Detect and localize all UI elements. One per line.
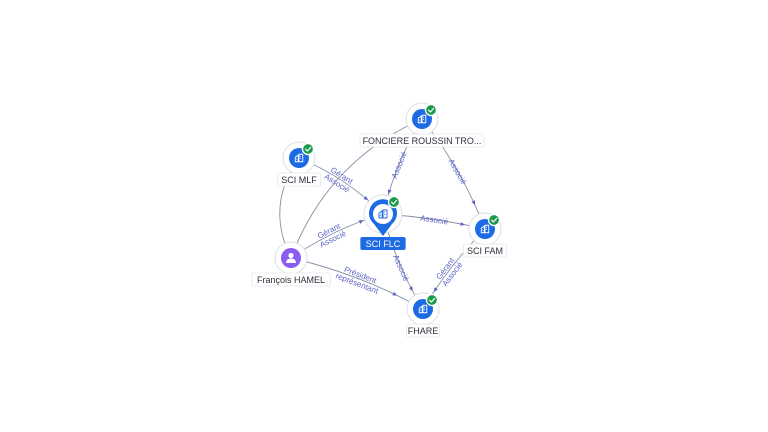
node-label: FONCIERE ROUSSIN TRO... (363, 136, 482, 146)
check-badge-icon (387, 195, 401, 209)
node-label: François HAMEL (257, 275, 325, 285)
edge-arrow-icon (392, 291, 398, 296)
building-icon (418, 304, 428, 314)
edge-label: Associé (391, 253, 411, 283)
edge-arrow-icon (363, 195, 369, 201)
edge-label: Associé (420, 214, 450, 227)
building-icon (378, 209, 388, 219)
check-badge-icon (301, 142, 315, 156)
check-badge-icon (424, 103, 438, 117)
node-label: SCI FLC (366, 239, 401, 249)
node-sci-flc[interactable]: SCI FLC (360, 194, 406, 250)
edge-label: Associé (390, 150, 409, 180)
node-fonciere[interactable]: FONCIERE ROUSSIN TRO... (359, 102, 485, 148)
node-label: SCI MLF (281, 175, 317, 185)
check-badge-icon (487, 213, 501, 227)
edge-arrow-icon (408, 286, 413, 292)
edge-label: Associé (447, 157, 469, 186)
node-fhare[interactable]: FHARE (405, 292, 440, 338)
node-francois[interactable]: François HAMEL (251, 241, 331, 287)
node-sci-mlf[interactable]: SCI MLF (276, 141, 322, 187)
building-icon (480, 224, 490, 234)
edge-arrow-icon (358, 220, 364, 224)
node-sci-fam[interactable]: SCI FAM (462, 212, 508, 258)
nodes-layer: SCI FLC FONCIERE ROUSSIN TRO... SCI MLF SCI… (251, 102, 508, 338)
edge-arrow-icon (460, 221, 465, 226)
edge-line (290, 118, 423, 259)
edge-francois-fonciere[interactable] (290, 118, 423, 259)
check-badge-icon (425, 293, 439, 307)
node-label: FHARE (408, 326, 439, 336)
building-icon (417, 114, 427, 124)
edge-arrow-icon (387, 189, 392, 195)
edge-arrow-icon (433, 287, 438, 292)
building-icon (294, 153, 304, 163)
person-icon (286, 252, 296, 263)
node-label: SCI FAM (467, 246, 503, 256)
edge-arrow-icon (471, 200, 476, 206)
